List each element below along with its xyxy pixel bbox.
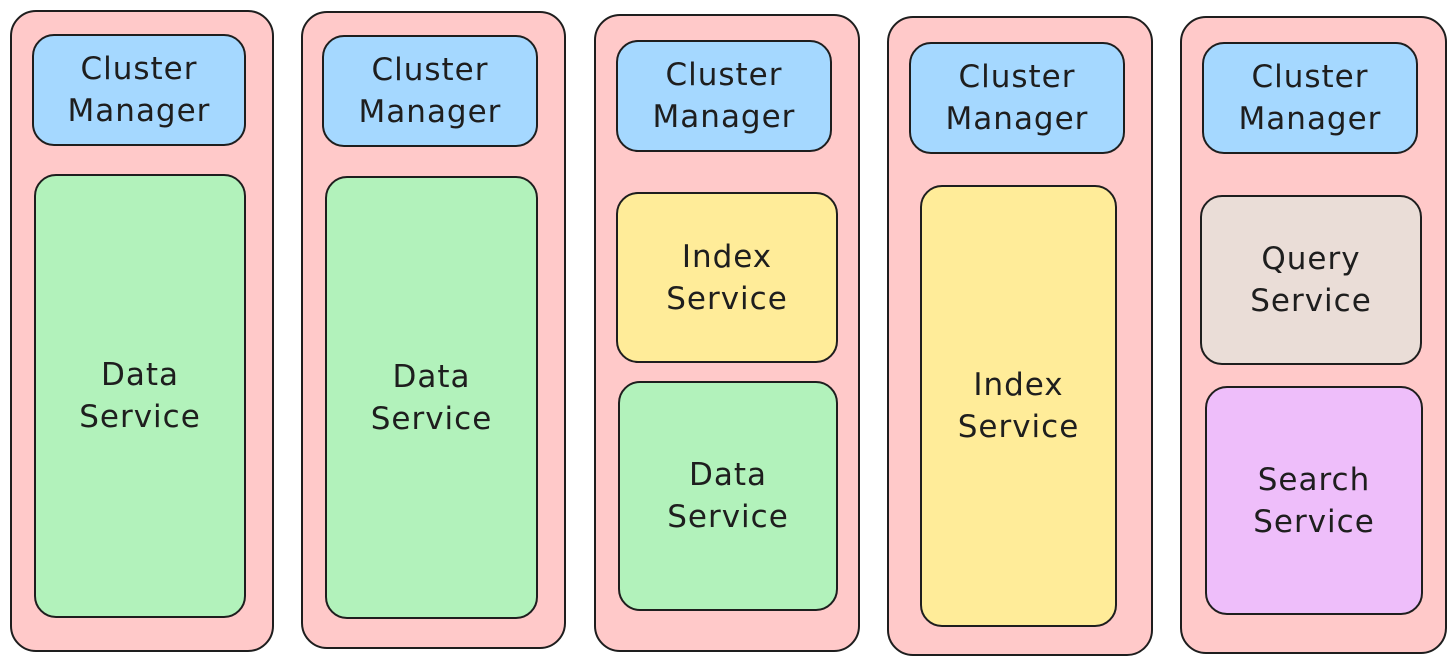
data-service-box: Data Service	[618, 381, 838, 611]
cluster-manager-label: Cluster Manager	[945, 59, 1089, 137]
cluster-manager-box: Cluster Manager	[32, 34, 246, 146]
cluster-manager-label: Cluster Manager	[652, 57, 796, 135]
index-service-label: Index Service	[666, 238, 788, 317]
index-service-label: Index Service	[957, 367, 1080, 445]
cluster-manager-box: Cluster Manager	[616, 40, 832, 152]
data-service-label: Data Service	[370, 358, 493, 437]
index-service-box: Index Service	[616, 192, 838, 363]
data-service-box: Data Service	[325, 176, 538, 619]
cluster-manager-box: Cluster Manager	[909, 42, 1125, 154]
cluster-manager-label: Cluster Manager	[1238, 59, 1382, 137]
cluster-manager-box: Cluster Manager	[1202, 42, 1418, 154]
query-service-label: Query Service	[1250, 241, 1372, 319]
data-service-label: Data Service	[79, 357, 201, 435]
data-service-label: Data Service	[667, 457, 789, 535]
search-service-box: Search Service	[1205, 386, 1423, 615]
cluster-manager-box: Cluster Manager	[322, 35, 538, 147]
cluster-manager-label: Cluster Manager	[358, 52, 502, 130]
data-service-box: Data Service	[34, 174, 246, 618]
query-service-box: Query Service	[1200, 195, 1422, 365]
cluster-manager-label: Cluster Manager	[67, 51, 211, 129]
index-service-box: Index Service	[920, 185, 1117, 627]
search-service-label: Search Service	[1253, 461, 1375, 540]
